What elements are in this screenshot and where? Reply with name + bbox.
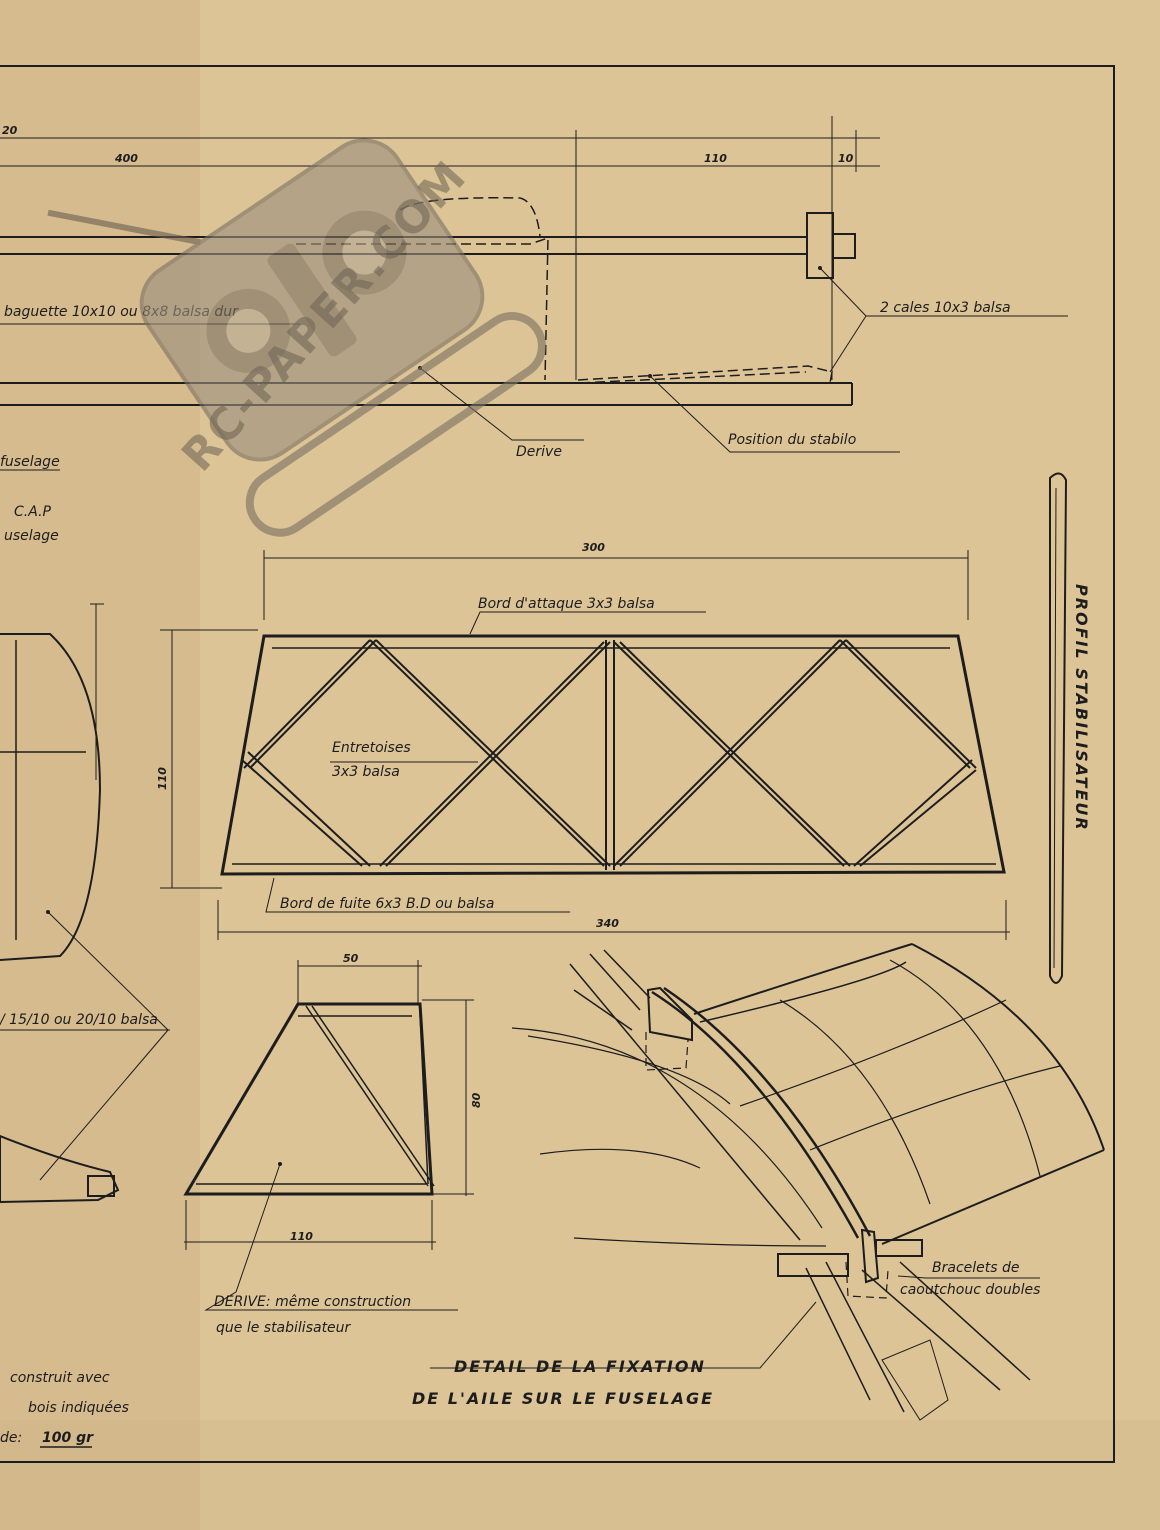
label-balsa-thickness: / 15/10 ou 20/10 balsa [0, 1012, 158, 1028]
label-derive-construction: DERIVE: même construction [214, 1294, 411, 1310]
note-bois: bois indiquées [28, 1400, 129, 1416]
wing-detail-title-2: DE L'AILE SUR LE FUSELAGE [412, 1389, 714, 1408]
stabilizer-profile [1049, 472, 1068, 984]
label-entretoises-size: 3x3 balsa [332, 764, 400, 780]
wing-detail-title-1: DETAIL DE LA FIXATION [454, 1357, 706, 1376]
wing-rib-partial [0, 603, 170, 1204]
label-derive: Derive [516, 444, 562, 460]
label-bord-attaque: Bord d'attaque 3x3 balsa [478, 596, 655, 612]
label-fuselage-2: uselage [4, 528, 59, 544]
wing-attachment-detail [430, 943, 1105, 1421]
fin-view [183, 960, 474, 1311]
stabilizer-plan [160, 550, 1010, 940]
fin-dim-110: 110 [290, 1230, 313, 1243]
fin-dim-80: 80 [470, 1092, 483, 1108]
dim-label-400: 400 [114, 152, 138, 165]
note-weight-prefix: de: [0, 1430, 22, 1446]
dim-label-left: 20 [2, 124, 18, 137]
label-entretoises: Entretoises [332, 740, 411, 756]
rc-paper-watermark [47, 138, 546, 537]
note-construit: construit avec [10, 1370, 110, 1386]
label-cap: C.A.P [14, 504, 52, 520]
paper-shade-bottom [0, 1420, 1160, 1530]
stab-dim-110: 110 [156, 767, 169, 790]
sheet-border [0, 65, 1115, 1463]
label-caoutchouc-text: caoutchouc doubles [900, 1282, 1040, 1298]
label-derive-stabilisateur: que le stabilisateur [216, 1320, 352, 1336]
label-position-stabilo: Position du stabilo [728, 432, 856, 448]
label-bracelets: Bracelets de [932, 1260, 1020, 1276]
label-bord-fuite: Bord de fuite 6x3 B.D ou balsa [280, 896, 494, 912]
fin-dim-50: 50 [343, 952, 359, 965]
stab-dim-300: 300 [582, 541, 605, 554]
stab-dim-340: 340 [596, 917, 619, 930]
dim-label-110: 110 [704, 152, 727, 165]
dim-label-10: 10 [838, 152, 854, 165]
profile-title: PROFIL STABILISATEUR [1072, 584, 1091, 832]
label-fuselage: fuselage [0, 454, 60, 470]
label-cales: 2 cales 10x3 balsa [880, 300, 1011, 316]
note-weight-value: 100 gr [42, 1430, 94, 1446]
